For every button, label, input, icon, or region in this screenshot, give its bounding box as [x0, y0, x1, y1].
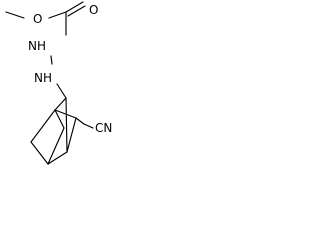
bond-ring-nitrile-1 [75, 117, 85, 125]
carbonyl-oxygen-label: O [89, 3, 98, 17]
nitrile-label: CN [95, 121, 112, 135]
bond-carbonyl-double-b [67, 5, 86, 17]
bond-ring-7 [66, 117, 77, 153]
bond-ring-4 [47, 151, 68, 165]
bond-ring-2 [30, 109, 56, 143]
bond-ring-9 [47, 127, 65, 165]
bond-ring-nitrile-2 [83, 123, 94, 129]
bond-ring-3 [30, 141, 49, 165]
lower-nh-label: NH [34, 71, 52, 85]
bond-ring-6 [54, 109, 77, 119]
bond-nh-nh [50, 55, 53, 65]
upper-nh-label: NH [28, 39, 46, 53]
structure-canvas: O O NH NH CN [0, 0, 137, 196]
bond-methyl-o [5, 11, 25, 19]
bond-nh-bicyclic [56, 83, 67, 99]
ester-oxygen-label: O [33, 12, 42, 26]
bond-carbonyl-double-a [65, 1, 84, 13]
bond-ring-8 [54, 109, 65, 129]
bond-o-carbonyl-carbon [48, 11, 67, 19]
bond-ring-5 [65, 97, 68, 153]
bond-ring-1 [54, 97, 67, 111]
molecule-structure: O O NH NH CN [5, 1, 112, 165]
